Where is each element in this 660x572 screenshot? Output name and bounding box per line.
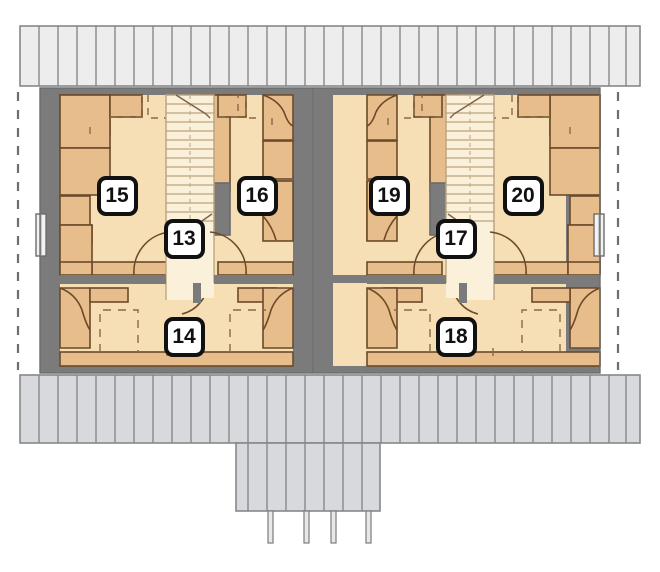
room-label-16[interactable]: 16 — [237, 176, 278, 216]
furniture-room-14 — [59, 287, 294, 367]
room-number-15: 15 — [105, 184, 129, 207]
room-number-17: 17 — [444, 227, 467, 250]
room-label-19[interactable]: 19 — [369, 176, 410, 216]
room-label-17[interactable]: 17 — [436, 219, 477, 259]
room-label-20[interactable]: 20 — [503, 176, 544, 216]
window-east-wall — [593, 213, 605, 257]
interior-walls-left — [60, 275, 293, 303]
room-number-19: 19 — [377, 184, 400, 207]
room-label-18[interactable]: 18 — [436, 317, 477, 357]
room-number-16: 16 — [245, 184, 268, 207]
staircase-right-unit — [445, 94, 495, 241]
staircase-left-unit — [165, 94, 215, 241]
dashed-detail-room-15 — [89, 95, 190, 138]
building-outline — [39, 87, 601, 374]
room-label-13[interactable]: 13 — [164, 219, 205, 259]
furniture-room-18 — [366, 287, 601, 367]
furniture-room-16 — [217, 94, 294, 276]
room-label-14[interactable]: 14 — [164, 317, 205, 357]
interior-walls-right — [367, 275, 600, 303]
roof-overhang-bottom — [19, 374, 641, 444]
entry-porch-canopy — [235, 442, 381, 512]
window-west-wall — [35, 213, 47, 257]
room-label-15[interactable]: 15 — [97, 176, 138, 216]
room-labels: 15 16 19 20 13 17 14 18 — [97, 176, 544, 357]
room-number-14: 14 — [172, 325, 196, 348]
dashed-detail-room-19 — [387, 95, 442, 128]
porch-posts — [267, 510, 372, 544]
dashed-detail-room-20 — [470, 95, 571, 138]
room-number-13: 13 — [172, 227, 195, 250]
dashed-detail-room-16 — [218, 95, 273, 128]
room-number-20: 20 — [511, 184, 534, 207]
roof-overhang-top — [19, 25, 641, 87]
room-number-18: 18 — [444, 325, 468, 348]
